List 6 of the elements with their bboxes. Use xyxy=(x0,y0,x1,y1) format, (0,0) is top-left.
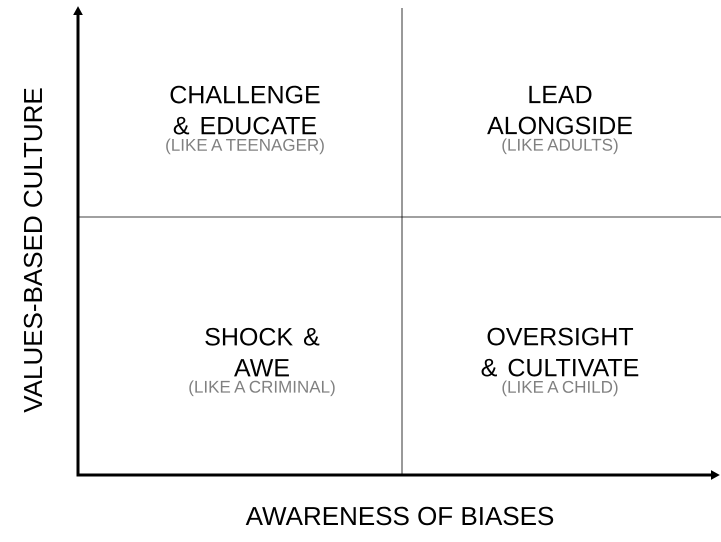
axis-label: AWARENESS OF BIASES xyxy=(246,506,554,526)
quadrant-label: LEAD ALONGSIDE (LIKE ADULTS) xyxy=(487,86,632,154)
quadrant-label: CHALLENGE & EDUCATE (LIKE A TEENAGER) xyxy=(166,86,324,154)
axis-label: VALUES-BASED CULTURE xyxy=(24,88,42,413)
quadrant-label: SHOCK & AWE (LIKE A CRIMINAL) xyxy=(189,328,335,396)
quadrant-label: OVERSIGHT & CULTIVATE (LIKE A CHILD) xyxy=(482,328,638,396)
